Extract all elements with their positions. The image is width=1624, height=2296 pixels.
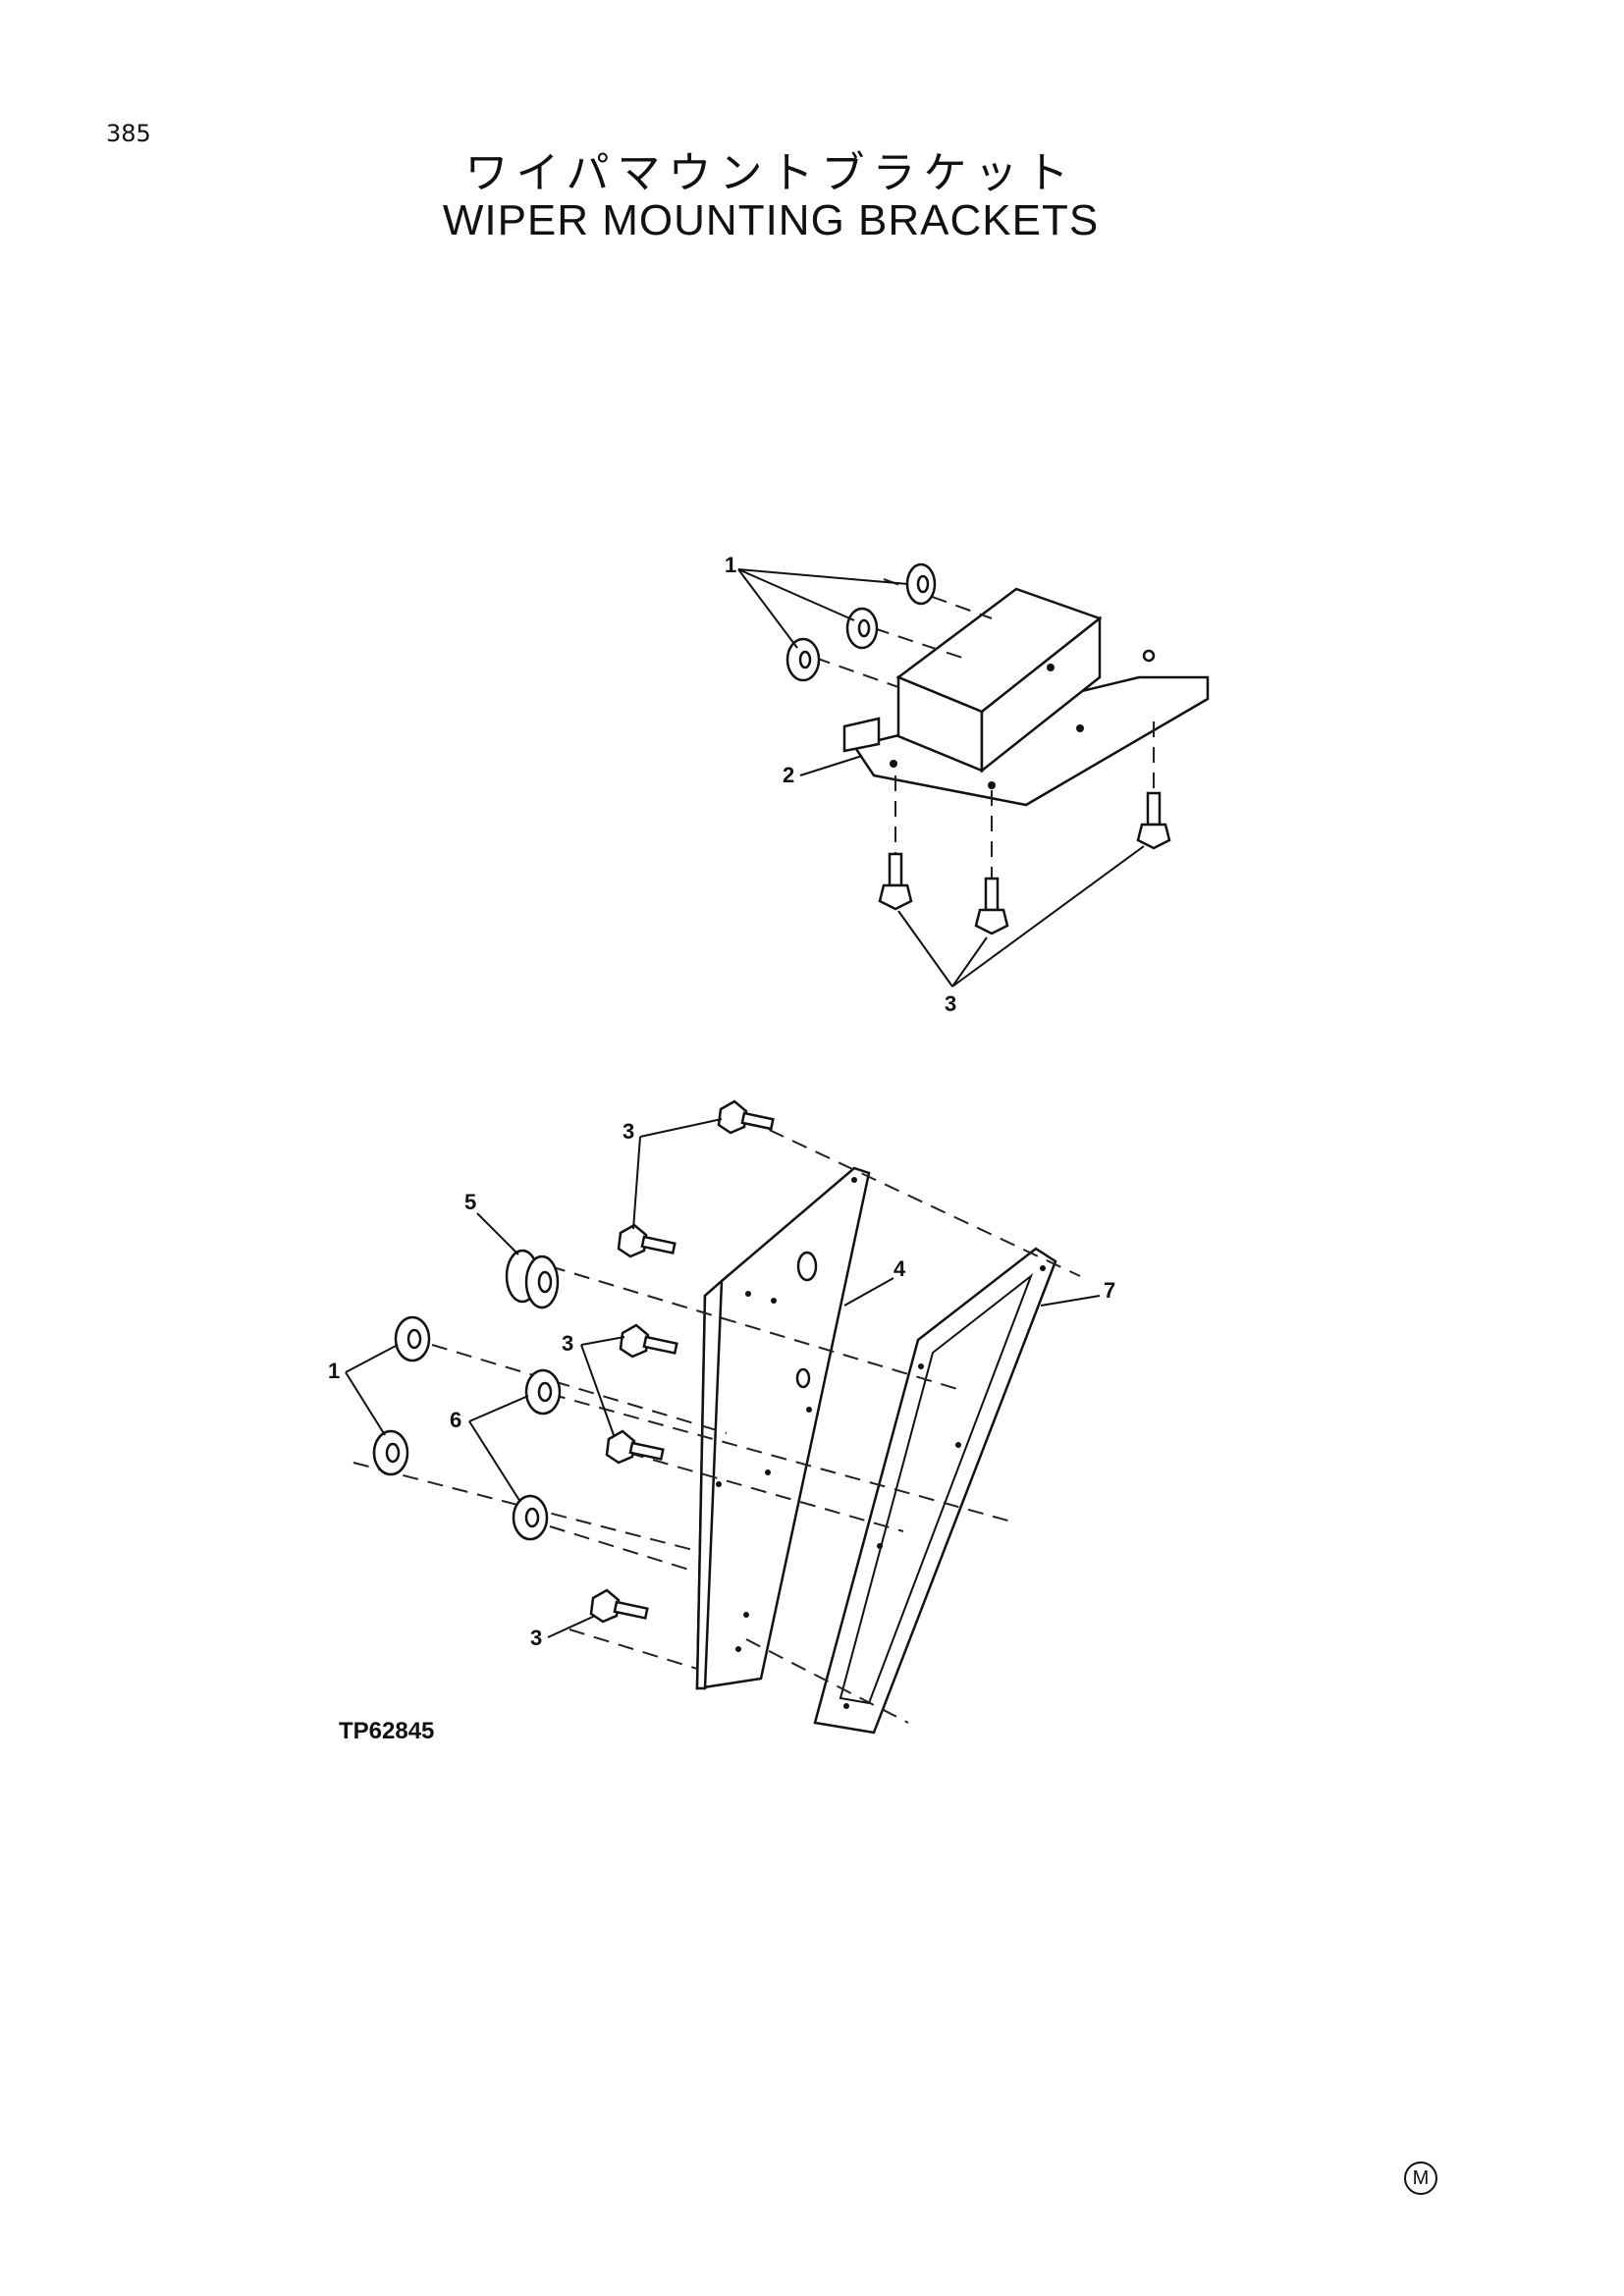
- flange-bolt: [878, 852, 913, 911]
- flange-bolt: [1136, 791, 1171, 850]
- callout-3: 3: [562, 1331, 573, 1356]
- flange-bolt: [619, 1323, 678, 1359]
- m-mark-icon: M: [1404, 2162, 1437, 2195]
- callout-3: 3: [945, 991, 956, 1016]
- washer: [785, 637, 821, 682]
- mounting-hole: [1142, 649, 1156, 663]
- washer: [845, 607, 879, 650]
- callout-6: 6: [450, 1408, 461, 1432]
- callout-7: 7: [1104, 1278, 1115, 1303]
- page-title: WIPER MOUNTING BRACKETS: [442, 196, 1100, 244]
- flange-bolt: [605, 1429, 665, 1465]
- callout-3: 3: [530, 1626, 542, 1650]
- box-housing-side: [980, 615, 1102, 774]
- mounting-plate-edge: [695, 1278, 724, 1690]
- figure-id: TP62845: [339, 1718, 435, 1744]
- flange-bolt: [589, 1588, 649, 1624]
- bracket-tab: [842, 717, 881, 753]
- flange-bolt: [974, 877, 1009, 935]
- mounting-hole: [890, 760, 897, 768]
- bottom-assembly: 3 5 4 7 1 3 6 3: [328, 1099, 1115, 1735]
- mounting-plate: [695, 1166, 871, 1690]
- callout-1: 1: [328, 1359, 340, 1383]
- callout-2: 2: [783, 763, 794, 787]
- spacer: [524, 1368, 562, 1415]
- plate-hole: [795, 1367, 811, 1389]
- page-number: 385: [106, 120, 151, 147]
- washer: [905, 562, 937, 606]
- mounting-hole: [1076, 724, 1084, 732]
- washer: [394, 1315, 431, 1362]
- washer: [372, 1429, 409, 1476]
- mounting-hole: [1047, 664, 1055, 671]
- plate-hole: [796, 1251, 818, 1282]
- callout-4: 4: [893, 1256, 906, 1281]
- mounting-hole: [988, 781, 996, 789]
- grommet: [505, 1249, 560, 1309]
- page-title-japanese: ワイパマウントブラケット: [464, 148, 1077, 198]
- flange-bolt: [717, 1099, 775, 1135]
- callout-5: 5: [464, 1190, 476, 1214]
- callout-1: 1: [725, 553, 736, 577]
- callout-3: 3: [623, 1119, 634, 1144]
- top-assembly: 1 2 3: [725, 553, 1210, 1016]
- wiper-bracket-plate: [851, 675, 1210, 807]
- spacer: [512, 1494, 549, 1541]
- flange-bolt: [617, 1223, 677, 1258]
